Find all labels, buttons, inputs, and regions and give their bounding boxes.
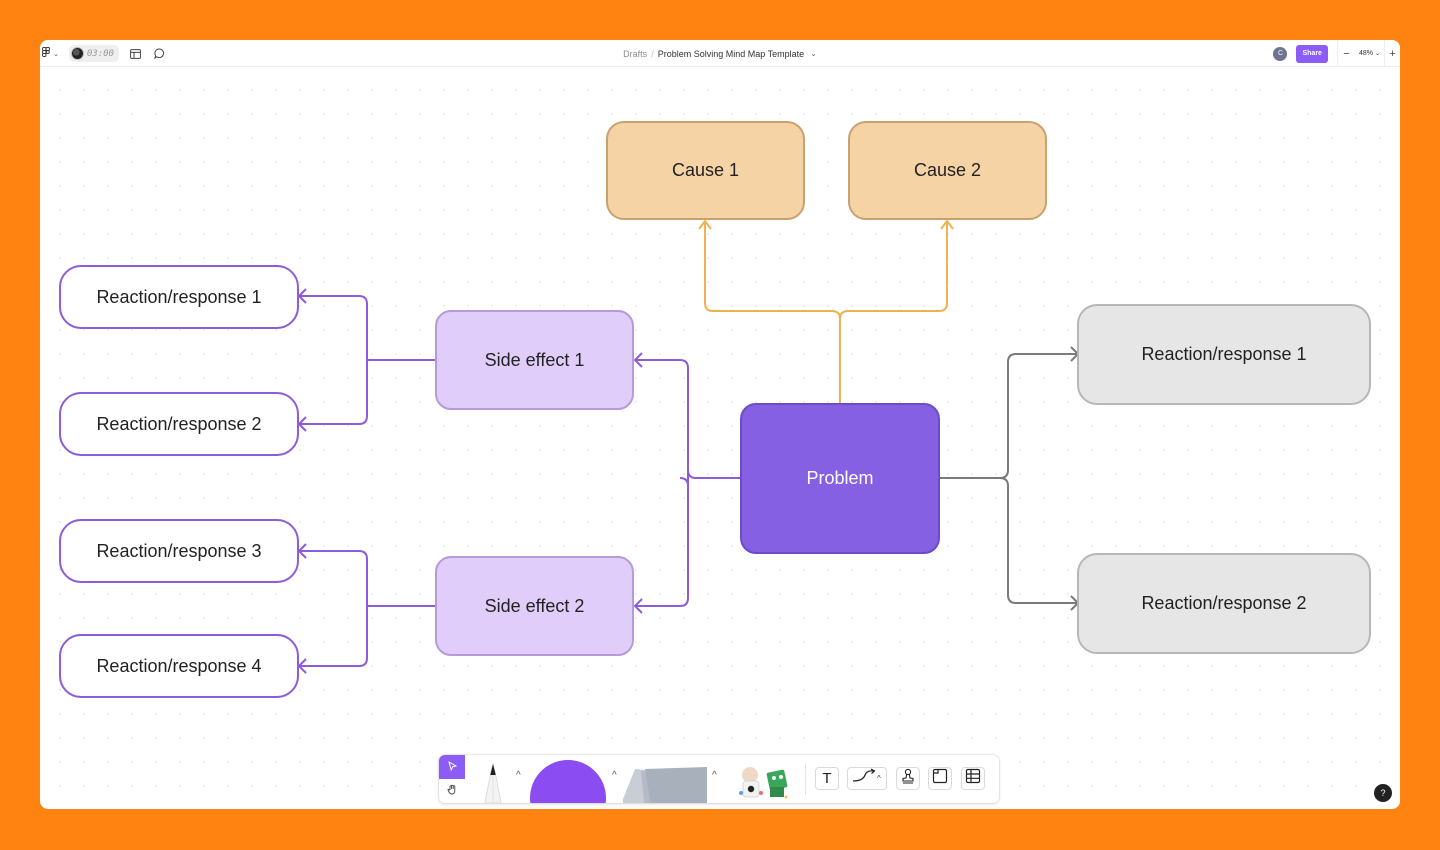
shape-options-caret[interactable]: ^ xyxy=(612,770,617,781)
table-tool-button[interactable] xyxy=(961,767,985,790)
text-tool-label: T xyxy=(822,770,832,787)
timer-avatar xyxy=(70,47,84,60)
hand-icon xyxy=(447,782,458,800)
layout-icon[interactable] xyxy=(129,47,143,61)
connector-reaction-2 xyxy=(299,360,368,425)
arrowhead-cause-2 xyxy=(940,220,954,230)
connector-problem-right-reaction-1 xyxy=(939,353,1077,479)
shape-tool-button[interactable] xyxy=(530,760,606,803)
app-window: Cause 1 Cause 2 Side effect 1 Side effec… xyxy=(40,40,1400,809)
svg-text:^: ^ xyxy=(877,774,881,783)
help-button[interactable]: ? xyxy=(1374,784,1392,802)
timer-widget[interactable]: 03:00 xyxy=(68,45,119,62)
zoom-level-value: 48% xyxy=(1358,50,1373,57)
problem-node[interactable]: Problem xyxy=(740,403,940,554)
top-bar-left: ⌄ 03:00 xyxy=(40,40,167,67)
main-menu-button[interactable]: ⌄ xyxy=(40,44,61,64)
connector-problem-cause-1 xyxy=(704,223,841,320)
arrowhead-side-effect-1 xyxy=(634,352,643,368)
connector-reaction-1 xyxy=(299,295,368,360)
table-icon xyxy=(965,768,981,789)
arrowhead-reaction-3 xyxy=(298,543,307,559)
sticky-options-caret[interactable]: ^ xyxy=(712,770,717,781)
chevron-down-icon: ⌄ xyxy=(1374,51,1380,57)
arrowhead-side-effect-2 xyxy=(634,598,643,614)
pen-options-caret[interactable]: ^ xyxy=(516,770,521,781)
side-effect-node-1[interactable]: Side effect 1 xyxy=(435,310,634,410)
right-reaction-node-1[interactable]: Reaction/response 1 xyxy=(1077,304,1371,405)
arrowhead-cause-1 xyxy=(698,220,712,230)
side-effect-node-2[interactable]: Side effect 2 xyxy=(435,556,634,656)
stamp-tool-button[interactable] xyxy=(896,767,920,790)
timer-readout: 03:00 xyxy=(86,48,114,59)
connector-problem-cause-2 xyxy=(839,223,948,403)
breadcrumb-separator: / xyxy=(651,48,654,59)
arrowhead-reaction-1 xyxy=(298,288,307,304)
top-bar-right: C Share − 48% ⌄ + xyxy=(1273,40,1400,67)
chevron-down-icon: ⌄ xyxy=(53,50,59,58)
section-tool-button[interactable] xyxy=(928,767,952,790)
breadcrumb: Drafts / Problem Solving Mind Map Templa… xyxy=(40,40,1400,67)
stickers-tool-button[interactable] xyxy=(732,761,792,803)
stamp-icon xyxy=(901,768,915,789)
right-reaction-node-2[interactable]: Reaction/response 2 xyxy=(1077,553,1371,654)
cause-node-1[interactable]: Cause 1 xyxy=(606,121,805,220)
breadcrumb-drafts-link[interactable]: Drafts xyxy=(623,48,648,59)
cause-node-2[interactable]: Cause 2 xyxy=(848,121,1047,220)
left-reaction-node-3[interactable]: Reaction/response 3 xyxy=(59,519,299,583)
share-button[interactable]: Share xyxy=(1296,44,1328,63)
pen-tool-button[interactable] xyxy=(479,759,507,803)
sticky-note-icon xyxy=(621,767,709,803)
creation-toolbar: ^ ^ ^ T ^ xyxy=(439,755,999,803)
comment-icon[interactable] xyxy=(153,47,167,61)
connector-problem-side-effect-1 xyxy=(636,359,741,479)
connector-problem-side-effect-2 xyxy=(636,470,689,607)
connector-tool-button[interactable]: ^ xyxy=(847,767,887,790)
connector-reaction-3 xyxy=(299,550,368,606)
pen-icon xyxy=(479,762,507,803)
zoom-in-button[interactable]: + xyxy=(1384,40,1400,67)
board-canvas[interactable]: Cause 1 Cause 2 Side effect 1 Side effec… xyxy=(40,40,1400,809)
cursor-icon xyxy=(447,758,457,776)
connector-icon: ^ xyxy=(850,768,884,789)
left-reaction-node-4[interactable]: Reaction/response 4 xyxy=(59,634,299,698)
top-bar: ⌄ 03:00 Drafts / Problem Solving Mind Ma… xyxy=(40,40,1400,67)
zoom-out-button[interactable]: − xyxy=(1343,47,1350,60)
zoom-controls: − 48% ⌄ + xyxy=(1336,40,1400,67)
file-title[interactable]: Problem Solving Mind Map Template xyxy=(657,48,805,59)
connector-problem-right-reaction-2 xyxy=(999,477,1077,604)
figma-menu-icon xyxy=(42,47,51,60)
stickers-icon xyxy=(732,767,792,803)
arrowhead-reaction-2 xyxy=(298,416,307,432)
section-icon xyxy=(932,768,948,789)
chevron-down-icon[interactable]: ⌄ xyxy=(810,49,817,58)
hand-tool-button[interactable] xyxy=(439,779,465,803)
right-reaction-connectors xyxy=(939,346,1079,611)
cause-connectors xyxy=(698,220,954,403)
user-avatar[interactable]: C xyxy=(1273,46,1288,61)
arrowhead-reaction-4 xyxy=(298,658,307,674)
text-tool-button[interactable]: T xyxy=(815,767,839,790)
left-reaction-node-1[interactable]: Reaction/response 1 xyxy=(59,265,299,329)
connector-reaction-4 xyxy=(299,606,368,667)
move-tool-button[interactable] xyxy=(439,755,465,779)
sticky-note-tool-button[interactable] xyxy=(621,763,709,803)
help-icon: ? xyxy=(1380,788,1386,798)
zoom-level-dropdown[interactable]: 48% ⌄ xyxy=(1355,50,1384,57)
left-reaction-node-2[interactable]: Reaction/response 2 xyxy=(59,392,299,456)
toolbar-divider xyxy=(805,763,806,795)
